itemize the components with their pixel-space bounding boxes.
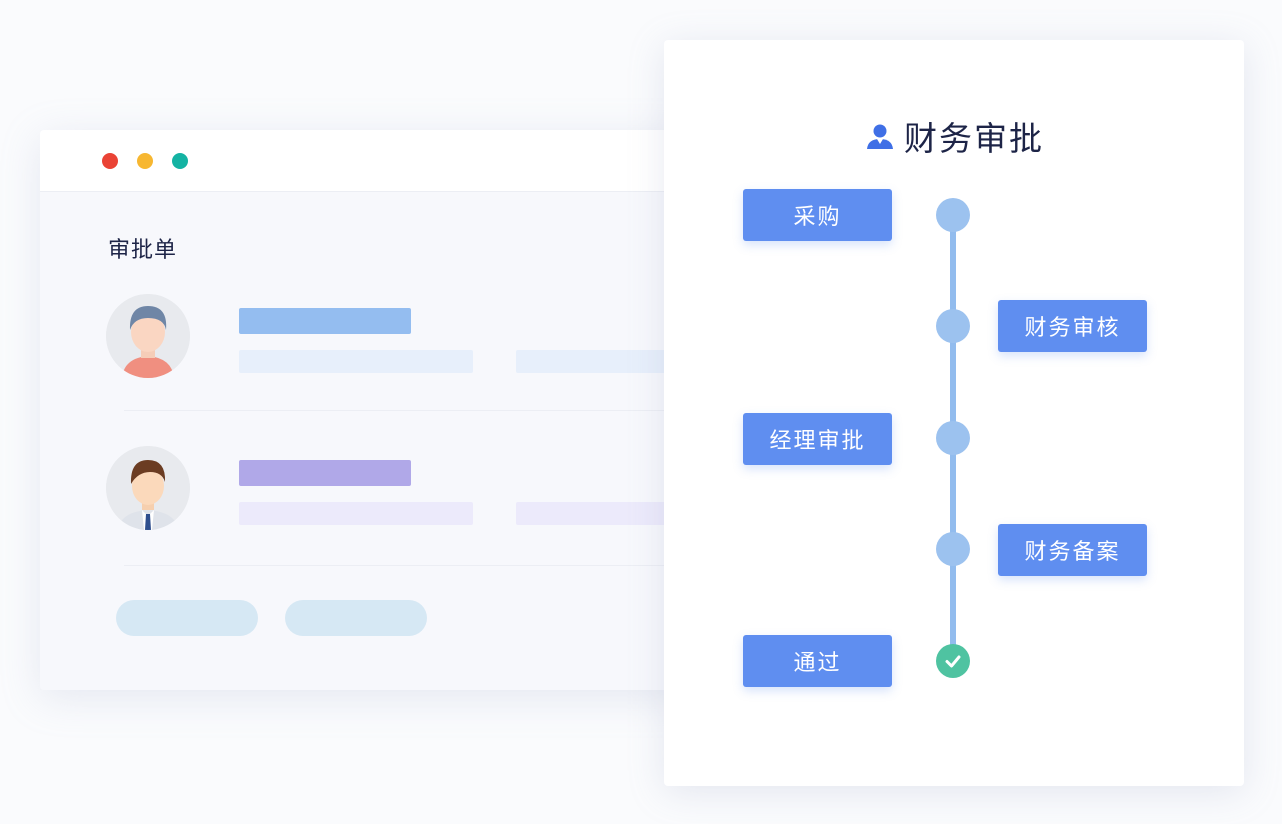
timeline-node (936, 198, 970, 232)
check-icon (945, 655, 961, 668)
window-maximize-dot[interactable] (172, 153, 188, 169)
approval-row[interactable] (40, 442, 700, 562)
flow-header: 财务审批 (664, 114, 1244, 158)
flow-title: 财务审批 (904, 119, 1044, 158)
row-title-placeholder (239, 308, 411, 334)
action-button-placeholder[interactable] (116, 600, 258, 636)
timeline-node (936, 309, 970, 343)
approval-row[interactable] (40, 290, 700, 410)
approval-flow-panel: 财务审批 采购 财务审核 经理审批 财务备案 通过 (664, 40, 1244, 786)
window-close-dot[interactable] (102, 153, 118, 169)
timeline-node (936, 421, 970, 455)
avatar-man-suit-icon (106, 446, 190, 530)
section-title: 审批单 (108, 238, 178, 263)
row-detail-placeholder (516, 502, 700, 525)
step-finance-review[interactable]: 财务审核 (998, 300, 1147, 352)
step-finance-filing[interactable]: 财务备案 (998, 524, 1147, 576)
window-minimize-dot[interactable] (137, 153, 153, 169)
row-detail-placeholder (516, 350, 700, 373)
avatar-gray-hair-icon (106, 294, 190, 378)
window-titlebar (40, 130, 700, 192)
timeline-node-done (936, 644, 970, 678)
row-detail-placeholder (239, 350, 473, 373)
timeline-node (936, 532, 970, 566)
step-purchase[interactable]: 采购 (743, 189, 892, 241)
step-manager-approval[interactable]: 经理审批 (743, 413, 892, 465)
action-button-placeholder[interactable] (285, 600, 427, 636)
user-icon (867, 124, 893, 149)
step-approved[interactable]: 通过 (743, 635, 892, 687)
row-detail-placeholder (239, 502, 473, 525)
row-divider (124, 565, 684, 566)
row-divider (124, 410, 684, 411)
row-title-placeholder (239, 460, 411, 486)
approval-form-window: 审批单 (40, 130, 700, 690)
